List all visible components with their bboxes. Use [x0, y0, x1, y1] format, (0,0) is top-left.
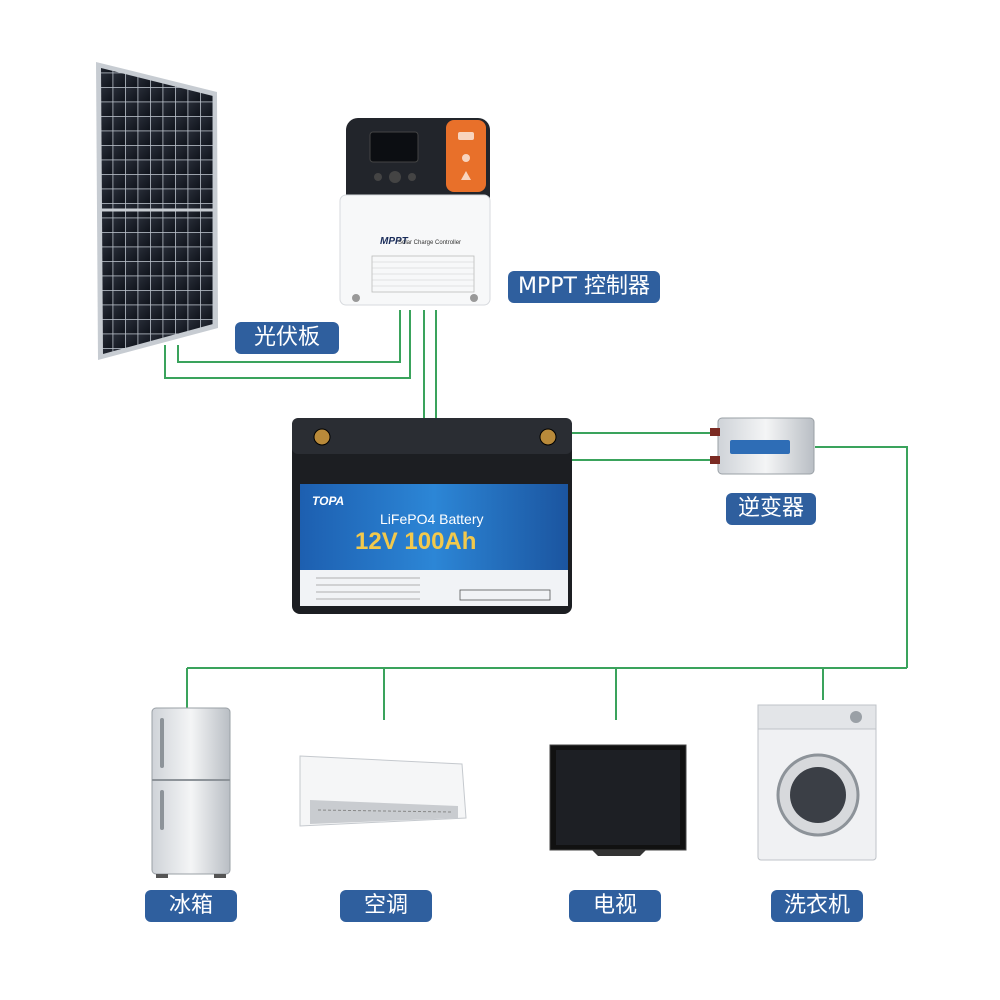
label-air-conditioner: 空调	[340, 890, 432, 922]
mppt-controller: MPPT Solar Charge Controller	[339, 118, 491, 306]
controller-subtitle: Solar Charge Controller	[398, 240, 461, 246]
label-fridge: 冰箱	[145, 890, 237, 922]
label-washing-machine: 洗衣机	[771, 890, 863, 922]
battery-brand: TOPA	[312, 494, 344, 508]
label-solar-panel: 光伏板	[235, 322, 339, 354]
air-conditioner-icon	[299, 755, 467, 827]
wire-panel-controller-1	[177, 310, 401, 363]
battery: TOPA LiFePO4 Battery 12V 100Ah	[292, 418, 572, 614]
wiring	[164, 310, 908, 720]
controller-display	[369, 131, 419, 163]
controller-title: MPPT	[380, 236, 409, 247]
battery-positive-terminal	[313, 428, 331, 446]
battery-label-band	[300, 484, 568, 570]
solar-panel	[96, 62, 218, 360]
battery-chemistry: LiFePO4 Battery	[380, 511, 484, 527]
label-tv: 电视	[569, 890, 661, 922]
inverter	[710, 417, 815, 475]
tv-icon	[549, 744, 687, 856]
battery-negative-terminal	[539, 428, 557, 446]
wire-inverter-loads	[815, 446, 908, 668]
label-inverter: 逆变器	[726, 493, 816, 525]
battery-rating: 12V 100Ah	[355, 528, 476, 555]
fridge-icon	[151, 707, 231, 878]
controller-button-icon	[389, 171, 401, 183]
wire-panel-controller-2	[164, 310, 411, 379]
washing-machine-icon	[757, 704, 877, 861]
label-mppt-controller: MPPT 控制器	[508, 271, 660, 303]
